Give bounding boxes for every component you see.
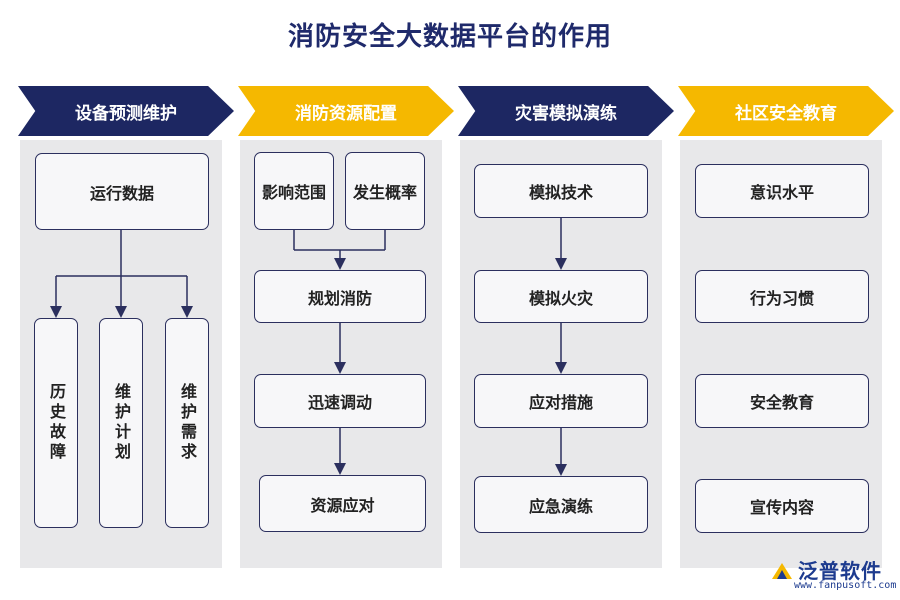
brand-logo: 泛普软件 www.fanpusoft.com [768, 555, 897, 595]
box-rapid-dispatch: 迅速调动 [254, 374, 426, 428]
box-fault-history: 历史故障 [34, 318, 78, 528]
logo-url: www.fanpusoft.com [794, 580, 897, 591]
column-header-education: 社区安全教育 [678, 86, 894, 136]
box-emergency-drill: 应急演练 [474, 476, 648, 533]
column-header-equipment: 设备预测维护 [18, 86, 234, 136]
box-maintenance-demand: 维护需求 [165, 318, 209, 528]
box-countermeasures: 应对措施 [474, 374, 648, 428]
box-fire-planning: 规划消防 [254, 270, 426, 323]
box-safety-education: 安全教育 [695, 374, 869, 428]
page-title: 消防安全大数据平台的作用 [287, 22, 612, 52]
box-impact-range: 影响范围 [254, 152, 334, 230]
box-maintenance-plan: 维护计划 [99, 318, 143, 528]
logo-name: 泛普软件 [798, 559, 882, 583]
logo-icon [772, 563, 792, 579]
box-fire-simulation: 模拟火灾 [474, 270, 648, 323]
box-awareness: 意识水平 [695, 164, 869, 218]
column-header-resources: 消防资源配置 [238, 86, 454, 136]
box-resource-response: 资源应对 [259, 475, 426, 532]
box-operation-data: 运行数据 [35, 153, 209, 230]
box-simulation-tech: 模拟技术 [474, 164, 648, 218]
box-behavior: 行为习惯 [695, 270, 869, 323]
box-publicity: 宣传内容 [695, 479, 869, 533]
box-probability: 发生概率 [345, 152, 425, 230]
column-header-simulation: 灾害模拟演练 [458, 86, 674, 136]
